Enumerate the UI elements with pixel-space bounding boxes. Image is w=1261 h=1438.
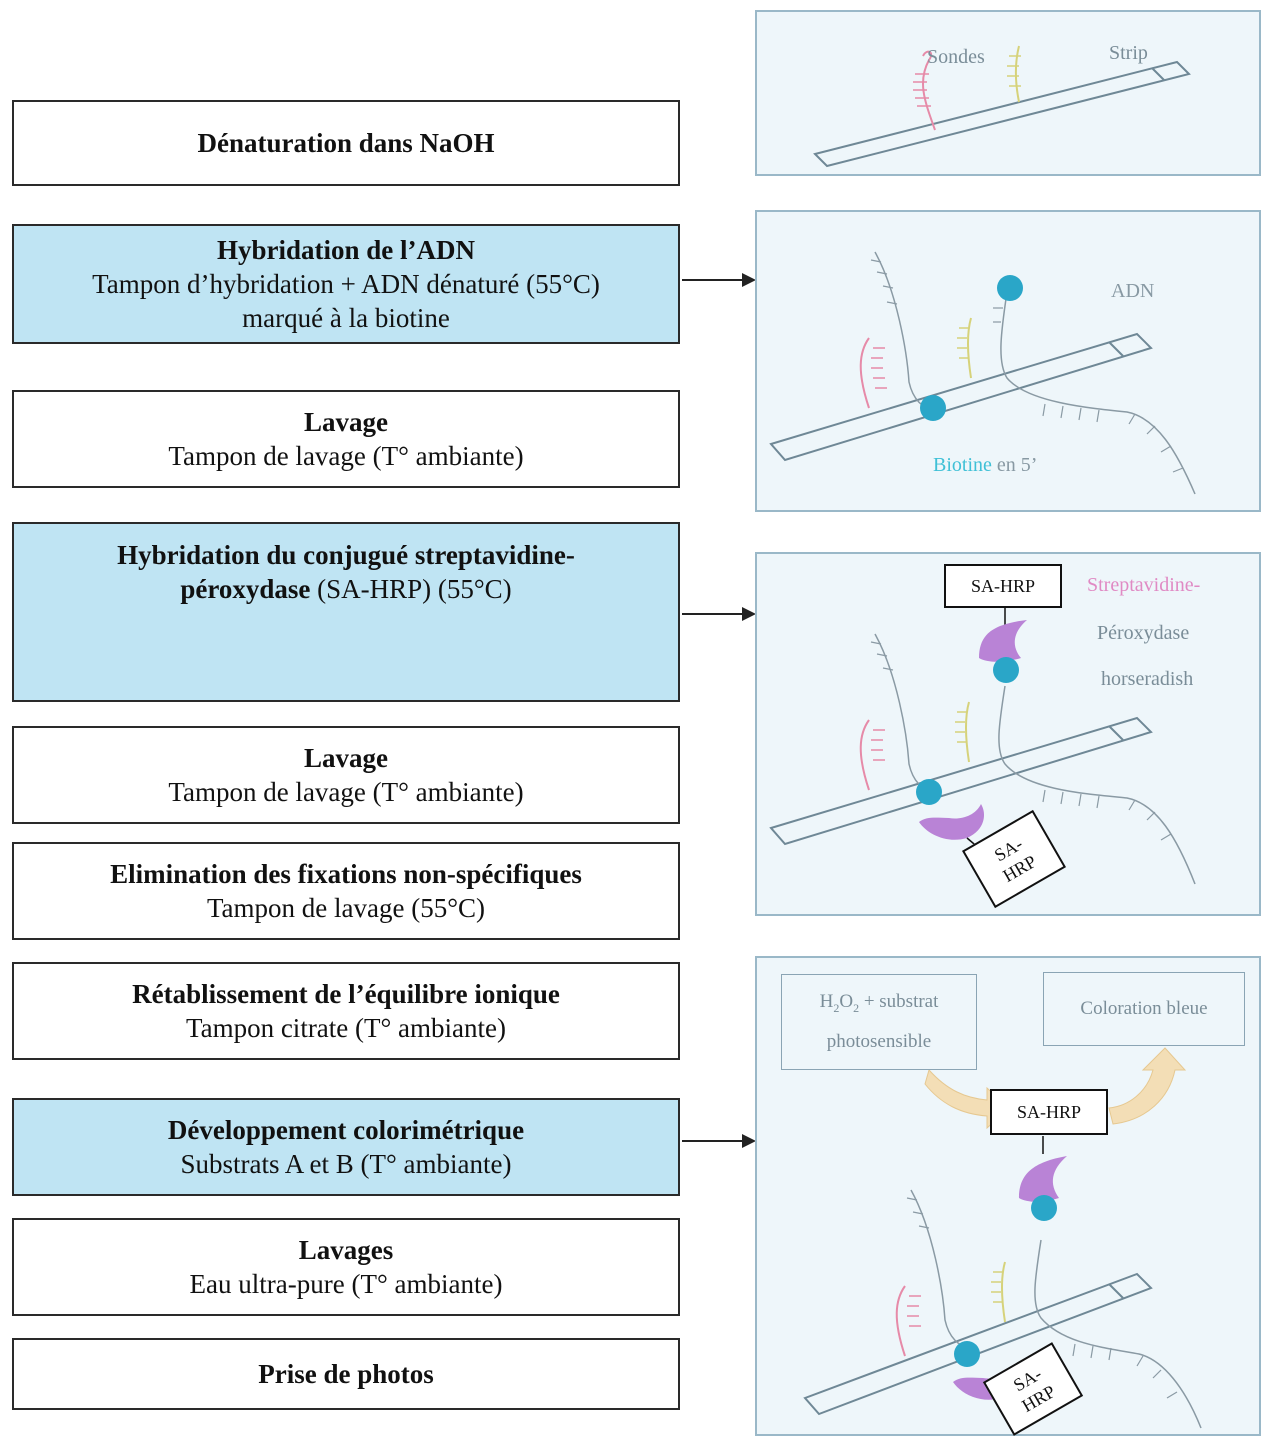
substrate-line2: photosensible — [826, 1030, 932, 1052]
h2o2-h: H — [819, 991, 834, 1013]
label-horseradish: horseradish — [1101, 668, 1194, 690]
step-hybridation-adn: Hybridation de l’ADN Tampon d’hybridatio… — [12, 224, 680, 344]
step-title: Hybridation du conjugué streptavidine- — [117, 540, 575, 570]
step-title-line2: péroxydase (SA-HRP) (55°C) — [24, 572, 668, 606]
step-title-tail: (SA-HRP) (55°C) — [310, 574, 512, 604]
panel-strip-probes: Sondes Strip — [755, 10, 1261, 176]
label-adn: ADN — [1111, 280, 1155, 302]
step-title: Lavage — [304, 407, 388, 437]
step-lavages: Lavages Eau ultra-pure (T° ambiante) — [12, 1218, 680, 1316]
step-lavage-2: Lavage Tampon de lavage (T° ambiante) — [12, 726, 680, 824]
step-detail: Tampon d’hybridation + ADN dénaturé (55°… — [92, 269, 600, 299]
h2o2-tail: + substrat — [859, 991, 939, 1013]
step-detail: Tampon citrate (T° ambiante) — [185, 1013, 507, 1043]
step-detail: Tampon de lavage (55°C) — [206, 893, 486, 923]
substrate-box: H2O2 + substrat photosensible — [781, 974, 977, 1070]
label-peroxydase: Péroxydase — [1097, 622, 1190, 644]
step-title: Rétablissement de l’équilibre ionique — [132, 979, 560, 1009]
arrow-icon — [682, 1134, 756, 1148]
step-title: Prise de photos — [258, 1359, 434, 1389]
step-developpement: Développement colorimétrique Substrats A… — [12, 1098, 680, 1196]
step-title-bold: péroxydase — [180, 574, 311, 604]
sa-hrp-box-mid: SA-HRP — [990, 1089, 1108, 1135]
step-detail: Tampon de lavage (T° ambiante) — [168, 777, 524, 807]
label-biotine: Biotine en 5’ — [933, 454, 1037, 477]
label-biotine-word: Biotine — [933, 454, 992, 476]
h2o2-o: O — [839, 991, 854, 1013]
step-detail: Tampon de lavage (T° ambiante) — [168, 441, 524, 471]
step-title: Lavage — [304, 743, 388, 773]
h2o2-sub2: 2 — [853, 1000, 860, 1015]
h2o2-sub1: 2 — [833, 1000, 840, 1015]
step-prise-photos: Prise de photos — [12, 1338, 680, 1410]
step-title: Lavages — [298, 1235, 394, 1265]
arrow-icon — [682, 273, 756, 287]
label-streptavidine: Streptavidine- — [1087, 574, 1201, 596]
step-hybridation-conjugue: Hybridation du conjugué streptavidine- p… — [12, 522, 680, 702]
step-title: Dénaturation dans NaOH — [197, 128, 495, 158]
strip-illustration — [813, 45, 1191, 168]
step-detail: Substrats A et B (T° ambiante) — [180, 1149, 512, 1179]
dna-hybridization-illustration — [769, 251, 1196, 495]
step-elimination: Elimination des fixations non-spécifique… — [12, 842, 680, 940]
step-denaturation: Dénaturation dans NaOH — [12, 100, 680, 186]
step-lavage-1: Lavage Tampon de lavage (T° ambiante) — [12, 390, 680, 488]
step-title: Elimination des fixations non-spécifique… — [110, 859, 582, 889]
arrow-icon — [682, 607, 756, 621]
step-detail: Eau ultra-pure (T° ambiante) — [189, 1269, 503, 1299]
step-equilibre-ionique: Rétablissement de l’équilibre ionique Ta… — [12, 962, 680, 1060]
label-strip: Strip — [1109, 42, 1148, 64]
label-biotine-tail: en 5’ — [991, 454, 1038, 476]
step-title: Hybridation de l’ADN — [216, 235, 476, 265]
sa-hrp-box-top: SA-HRP — [944, 564, 1062, 608]
label-sondes: Sondes — [927, 46, 985, 68]
substrate-line1: H2O2 + substrat — [820, 985, 939, 1025]
step-title: Développement colorimétrique — [167, 1115, 525, 1145]
panel-dna-hybridization: ADN Biotine en 5’ — [755, 210, 1261, 512]
panel-sa-hrp-conjugate: SA-HRP Streptavidine- Péroxydase horsera… — [755, 552, 1261, 916]
step-detail: marqué à la biotine — [242, 303, 450, 333]
coloration-bleue-box: Coloration bleue — [1043, 972, 1245, 1046]
sa-hrp-illustration — [769, 606, 1196, 885]
panel-colorimetric: H2O2 + substrat photosensible Coloration… — [755, 956, 1261, 1436]
